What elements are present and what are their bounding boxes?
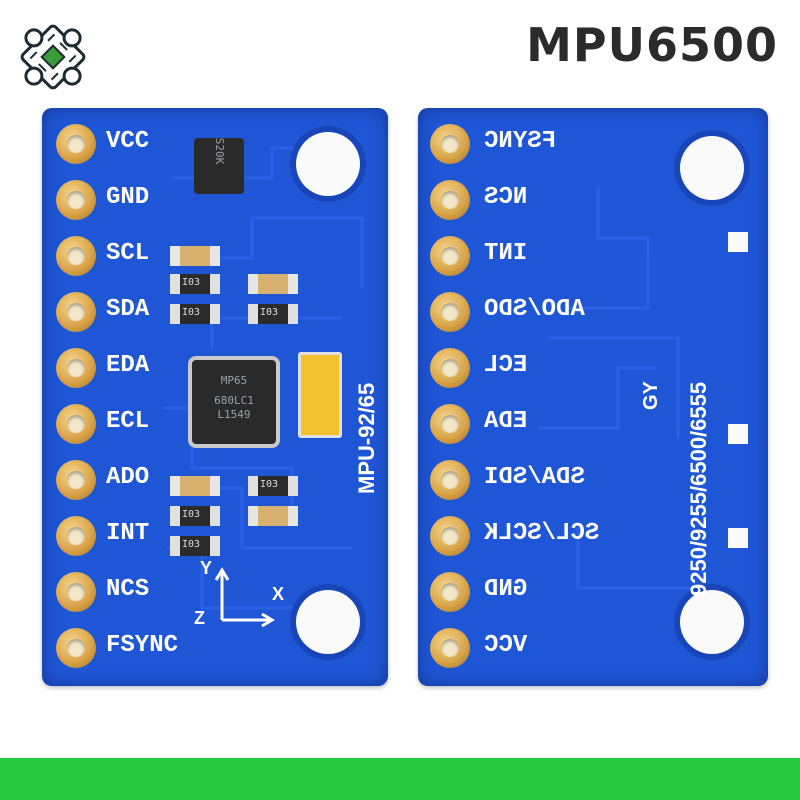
back-pin-pad [430,348,470,388]
resistor: I03 [170,536,220,556]
back-pin-label: INT [484,240,527,267]
back-pin-label: EDA [484,408,527,435]
chip-marking-line: 680LC1 [214,394,254,407]
resistor-marking: I03 [260,307,279,318]
back-pin-label: NCS [484,184,527,211]
solder-jumper-pad [728,424,748,444]
capacitor [170,476,220,496]
front-pin-pad [56,460,96,500]
back-pin-pad [430,180,470,220]
axis-label-y: Y [200,558,213,578]
resistor: I03 [248,304,298,324]
front-pin-pad [56,628,96,668]
front-pin-label: INT [106,520,150,547]
front-pin-pad [56,236,96,276]
back-pin-pad [430,124,470,164]
back-pin-label: GND [484,576,527,603]
mounting-hole [296,590,360,654]
resistor-marking: I03 [182,509,201,520]
front-pin-label: SDA [106,296,150,323]
front-pin-pad [56,292,96,332]
back-pin-label: VCC [484,632,527,659]
back-pin-pad [430,516,470,556]
front-pin-label: FSYNC [106,632,179,659]
front-pin-label: ADO [106,464,150,491]
axis-label-z: Z [194,608,205,628]
back-pin-label: FSYNC [484,128,556,155]
accent-bar [0,758,800,800]
back-traces [538,188,718,590]
mounting-hole [680,590,744,654]
back-pin-label-text: GND [484,576,528,603]
back-pin-label-text: ECL [484,352,528,379]
voltage-regulator-chip: S20K [194,138,244,194]
back-pin-pad [430,236,470,276]
solder-jumper-pad [728,232,748,252]
resistor-marking: I03 [260,479,279,490]
capacitor [170,246,220,266]
regulator-marking: S20K [213,137,226,165]
front-pin-pad [56,348,96,388]
product-title: MPU6500 [526,18,778,72]
front-pin-pad [56,572,96,612]
capacitor [248,506,298,526]
back-board-text: 9250/9255/6500/6555 [686,381,711,596]
back-pin-label: ADO/SDO [484,296,585,323]
front-pin-label: VCC [106,128,150,155]
front-pin-pad [56,180,96,220]
mpu-sensor-chip: MP65 680LC1 L1549 [192,360,276,444]
back-pin-label-text: SCL/SCLK [484,520,600,547]
axis-label-x: X [272,584,285,604]
back-pin-pad [430,460,470,500]
mounting-hole [680,136,744,200]
chip-marking-line: MP65 [220,374,248,387]
resistor: I03 [170,304,220,324]
solder-jumper-pad [728,528,748,548]
back-pin-label-text: FSYNC [484,128,557,155]
front-pin-pad [56,516,96,556]
back-pin-label: ECL [484,352,527,379]
back-pin-label-text: VCC [484,632,528,659]
front-pin-label: NCS [106,576,150,603]
back-pin-label-text: SDA/SDI [484,464,585,491]
tantalum-capacitor [298,352,342,438]
back-pin-label-text: NCS [484,184,528,211]
front-pin-label: GND [106,184,150,211]
back-board: FSYNC NCS INT ADO/SDO ECL EDA SDA/SDI SC… [418,108,768,686]
resistor: I03 [248,476,298,496]
back-pin-label: SCL/SCLK [484,520,599,547]
back-pin-label-text: ADO/SDO [484,296,585,323]
back-pin-pad [430,572,470,612]
chip-marking-line: L1549 [217,408,251,421]
front-pin-label: SCL [106,240,150,267]
back-pin-label-text: INT [484,240,528,267]
mounting-hole [296,132,360,196]
back-pin-pad [430,292,470,332]
axis-arrows-icon [214,567,275,628]
front-pin-label: EDA [106,352,150,379]
back-pin-pad [430,628,470,668]
resistor: I03 [170,506,220,526]
front-board: VCC GND SCL SDA EDA ECL ADO INT NCS FSYN… [42,108,388,686]
puzzle-circuit-logo-icon [20,24,86,90]
resistor-marking: I03 [182,539,201,550]
resistor: I03 [170,274,220,294]
front-board-text: MPU-92/65 [354,382,379,494]
capacitor [248,274,298,294]
back-pin-label: SDA/SDI [484,464,585,491]
front-pin-pad [56,404,96,444]
resistor-marking: I03 [182,277,201,288]
resistor-marking: I03 [182,307,201,318]
front-pin-pad [56,124,96,164]
back-pin-pad [430,404,470,444]
front-pin-label: ECL [106,408,150,435]
back-gy-text: GY [640,381,662,410]
back-pin-label-text: EDA [484,408,528,435]
